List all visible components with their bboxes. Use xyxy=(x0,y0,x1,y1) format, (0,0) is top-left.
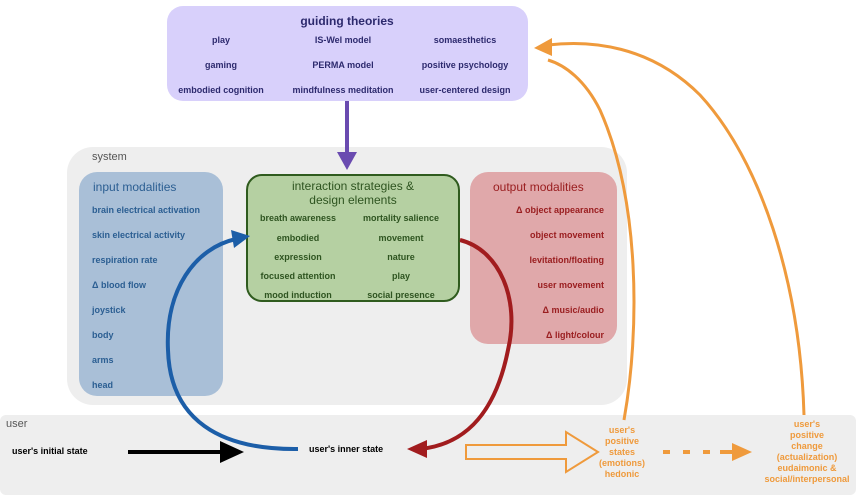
system-label: system xyxy=(92,151,127,163)
input-modalities-panel xyxy=(79,172,223,396)
strategy-item: play xyxy=(391,271,411,281)
feedback-arrowhead xyxy=(534,38,552,56)
strategy-item: mortality salience xyxy=(362,213,440,223)
input-item: respiration rate xyxy=(92,255,158,265)
inner-to-positive-states-arrow xyxy=(465,430,600,474)
continuation-arrowhead xyxy=(732,443,752,461)
strategies-title-line1: interaction strategies & xyxy=(291,179,415,193)
inner-state-to-strategies-arrow xyxy=(165,237,299,452)
guiding-theories-title: guiding theories xyxy=(300,14,394,28)
user-panel xyxy=(0,415,856,495)
output-item: levitation/floating xyxy=(529,255,604,265)
theory-item: gaming xyxy=(204,60,238,70)
strategy-item: nature xyxy=(387,252,415,262)
output-item: Δ music/audio xyxy=(542,305,604,315)
output-item: Δ object appearance xyxy=(515,205,604,215)
strategy-item: embodied xyxy=(276,233,320,243)
strategy-item: mood induction xyxy=(264,290,332,300)
strategy-item: movement xyxy=(378,233,424,243)
theory-item: PERMA model xyxy=(312,60,374,70)
user-label: user xyxy=(6,418,28,430)
output-item: user movement xyxy=(537,280,604,290)
strategies-to-inner-state-arrowhead xyxy=(407,440,427,458)
positive-change-label: user's positive change (actualization) e… xyxy=(764,419,850,484)
inner-state-label: user's inner state xyxy=(309,444,384,454)
interaction-strategies-panel xyxy=(246,174,460,302)
positive-states-label: user's positive states (emotions) hedoni… xyxy=(599,425,645,479)
initial-state-label: user's initial state xyxy=(12,446,88,456)
theory-item: play xyxy=(211,35,231,45)
input-item: Δ blood flow xyxy=(92,280,146,290)
output-modalities-title: output modalities xyxy=(493,180,584,194)
input-item: body xyxy=(92,330,114,340)
theory-item: IS-Wel model xyxy=(314,35,372,45)
input-item: arms xyxy=(92,355,114,365)
guiding-theories-panel xyxy=(167,6,528,101)
continuation-dot xyxy=(683,450,690,454)
output-item: object movement xyxy=(529,230,604,240)
strategies-to-inner-state-arrow xyxy=(419,238,514,451)
strategy-item: breath awareness xyxy=(259,213,337,223)
strategy-item: focused attention xyxy=(260,271,336,281)
input-item: brain electrical activation xyxy=(92,205,201,215)
input-item: skin electrical activity xyxy=(92,230,186,240)
strategy-item: expression xyxy=(274,252,322,262)
strategies-title-line2: design elements xyxy=(309,193,397,207)
input-item: head xyxy=(92,380,114,390)
positive-change-to-theories-arrow xyxy=(547,42,806,416)
initial-to-inner-arrowhead xyxy=(220,441,244,463)
theories-to-strategies-arrowhead xyxy=(337,152,357,170)
input-item: joystick xyxy=(92,305,126,315)
output-item: Δ light/colour xyxy=(546,330,604,340)
theory-item: positive psychology xyxy=(421,60,509,70)
continuation-dot xyxy=(703,450,710,454)
theory-item: mindfulness meditation xyxy=(292,85,394,95)
positive-states-to-theories-arrow xyxy=(547,58,636,421)
inner-state-to-strategies-arrowhead xyxy=(231,230,250,248)
continuation-dot xyxy=(663,450,670,454)
theory-item: embodied cognition xyxy=(178,85,264,95)
continuation-dot xyxy=(720,450,732,454)
output-modalities-panel xyxy=(470,172,617,344)
theory-item: somaesthetics xyxy=(433,35,497,45)
input-modalities-title: input modalities xyxy=(93,180,177,194)
strategy-item: social presence xyxy=(367,290,435,300)
theory-item: user-centered design xyxy=(419,85,511,95)
